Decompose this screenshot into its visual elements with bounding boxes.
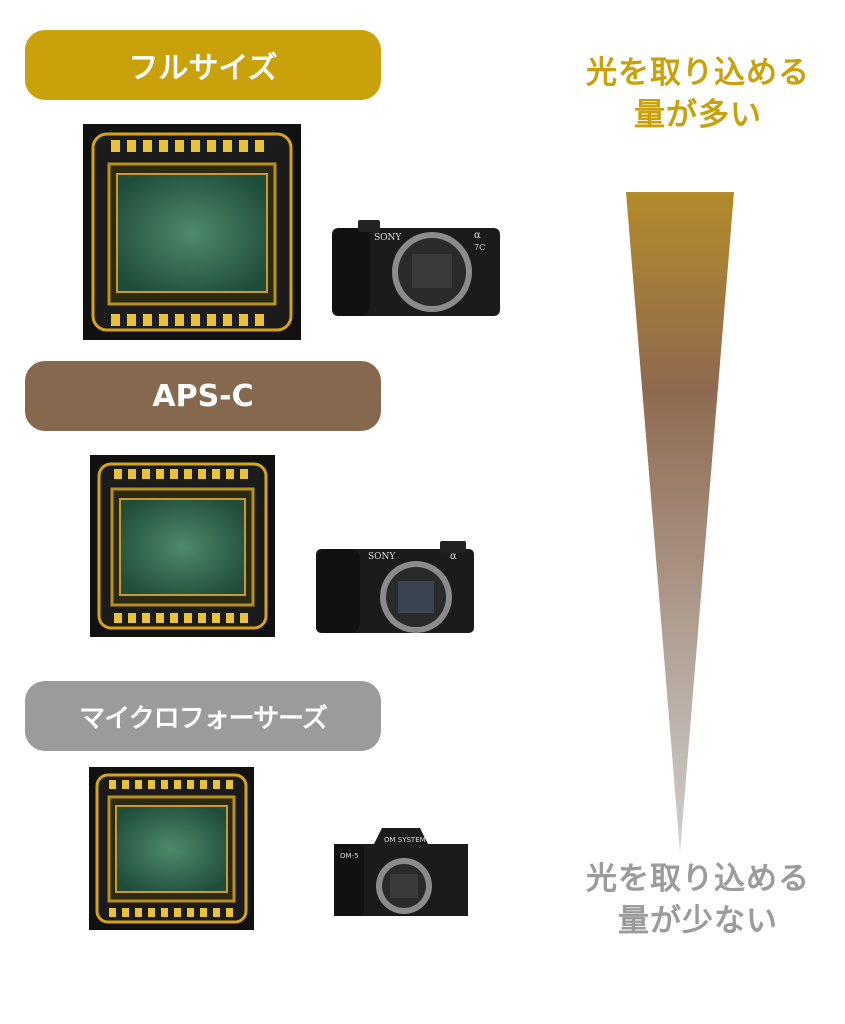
light-less-text: 光を取り込める 量が少ない xyxy=(538,858,845,942)
svg-text:α: α xyxy=(450,551,457,562)
micro-camera-brand: OM SYSTEM xyxy=(384,836,426,844)
micro-four-thirds-camera-image: OM SYSTEM OM-5 xyxy=(334,828,468,916)
fullsize-camera-brand: SONY xyxy=(374,233,402,243)
light-gradient-wedge xyxy=(626,192,734,852)
light-more-line1: 光を取り込める xyxy=(586,55,810,91)
light-more-line2: 量が多い xyxy=(634,97,762,133)
apsc-label: APS-C xyxy=(25,361,381,431)
micro-four-thirds-sensor-image xyxy=(89,767,254,930)
fullsize-camera-image: SONY α 7C xyxy=(332,220,500,316)
light-less-line2: 量が少ない xyxy=(618,903,778,939)
micro-camera-model: OM-5 xyxy=(340,852,359,860)
micro-four-thirds-label: マイクロフォーサーズ xyxy=(25,681,381,751)
svg-text:α: α xyxy=(474,230,481,241)
fullsize-camera-model: 7C xyxy=(474,243,485,252)
apsc-camera-brand: SONY xyxy=(368,552,396,562)
fullsize-sensor-image xyxy=(83,124,301,340)
light-more-text: 光を取り込める 量が多い xyxy=(538,52,845,136)
apsc-sensor-image xyxy=(90,455,275,637)
apsc-camera-image: SONY α xyxy=(316,541,474,633)
light-less-line1: 光を取り込める xyxy=(586,861,810,897)
fullsize-label: フルサイズ xyxy=(25,30,381,100)
